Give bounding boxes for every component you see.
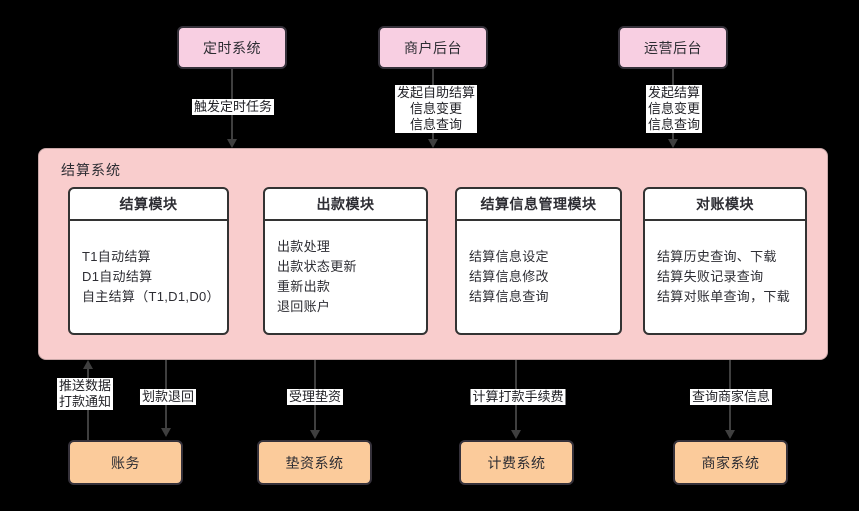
module-item: 结算信息修改 [469,269,549,284]
module-item: 结算信息设定 [469,249,549,264]
module-settlement-info-mgmt: 结算信息管理模块 结算信息设定 结算信息修改 结算信息查询 [455,187,622,335]
module-item: 结算对账单查询，下载 [657,289,791,304]
module-payout: 出款模块 出款处理 出款状态更新 重新出款 退回账户 [263,187,428,335]
module-item: T1自动结算 [82,249,151,264]
module-settlement-info-mgmt-title: 结算信息管理模块 [457,189,620,221]
arrowhead-timer-to-settlement [227,139,237,148]
edge-label-calc-payment-fee: 计算打款手续费 [470,389,566,405]
edge-label-query-merchant-info: 查询商家信息 [689,389,773,405]
edge-label-push-data-payment-notice: 推送数据 打款通知 [57,378,114,410]
system-label-timer: 定时系统 [203,39,261,56]
edge-label-ops-actions: 发起结算 信息变更 信息查询 [645,85,703,133]
arrowhead-settlement-to-advance [310,430,320,439]
module-settlement: 结算模块 T1自动结算 D1自动结算 自主结算（T1,D1,D0） [68,187,229,335]
arrowhead-settlement-to-accounting [161,428,171,437]
module-item: 结算失败记录查询 [657,269,764,284]
system-label-ops-backend: 运营后台 [644,39,702,56]
module-item: 出款状态更新 [277,259,357,274]
system-label-advance-funding: 垫资系统 [285,454,344,471]
arrowhead-settlement-to-billing [511,430,521,439]
module-item: 重新出款 [277,279,331,294]
system-box-ops-backend: 运营后台 [618,26,728,69]
system-box-advance-funding: 垫资系统 [257,440,372,485]
system-box-accounting: 账务 [68,440,183,485]
module-reconciliation-title: 对账模块 [645,189,805,221]
module-item: D1自动结算 [82,269,153,284]
edge-label-transfer-return: 划款退回 [139,389,197,405]
module-item: 出款处理 [277,239,331,254]
module-payout-title: 出款模块 [265,189,426,221]
module-settlement-info-mgmt-body: 结算信息设定 结算信息修改 结算信息查询 [457,221,620,333]
edge-label-merchant-actions: 发起自助结算 信息变更 信息查询 [394,85,478,133]
module-reconciliation-body: 结算历史查询、下载 结算失败记录查询 结算对账单查询，下载 [645,221,805,333]
module-item: 结算信息查询 [469,289,549,304]
settlement-system-title: 结算系统 [61,162,121,178]
system-label-merchant-backend: 商户后台 [404,39,462,56]
system-box-timer: 定时系统 [177,26,287,69]
module-settlement-body: T1自动结算 D1自动结算 自主结算（T1,D1,D0） [70,221,227,333]
module-settlement-title: 结算模块 [70,189,227,221]
module-payout-body: 出款处理 出款状态更新 重新出款 退回账户 [265,221,426,333]
edge-label-trigger-timed-task: 触发定时任务 [191,99,275,115]
arrowhead-settlement-to-merchant-system [725,430,735,439]
edge-label-accept-advance: 受理垫资 [286,389,344,405]
module-reconciliation: 对账模块 结算历史查询、下载 结算失败记录查询 结算对账单查询，下载 [643,187,807,335]
module-item: 自主结算（T1,D1,D0） [82,289,220,304]
system-label-billing: 计费系统 [487,454,546,471]
system-box-merchant-backend: 商户后台 [378,26,488,69]
arrowhead-ops-to-settlement [668,139,678,148]
arrowhead-merchant-to-settlement [428,139,438,148]
module-item: 结算历史查询、下载 [657,249,777,264]
system-box-merchant-system: 商家系统 [673,440,788,485]
module-item: 退回账户 [277,299,331,314]
system-box-billing: 计费系统 [459,440,574,485]
system-label-accounting: 账务 [111,454,140,471]
arrowhead-accounting-to-settlement [83,360,93,369]
system-label-merchant-system: 商家系统 [701,454,760,471]
